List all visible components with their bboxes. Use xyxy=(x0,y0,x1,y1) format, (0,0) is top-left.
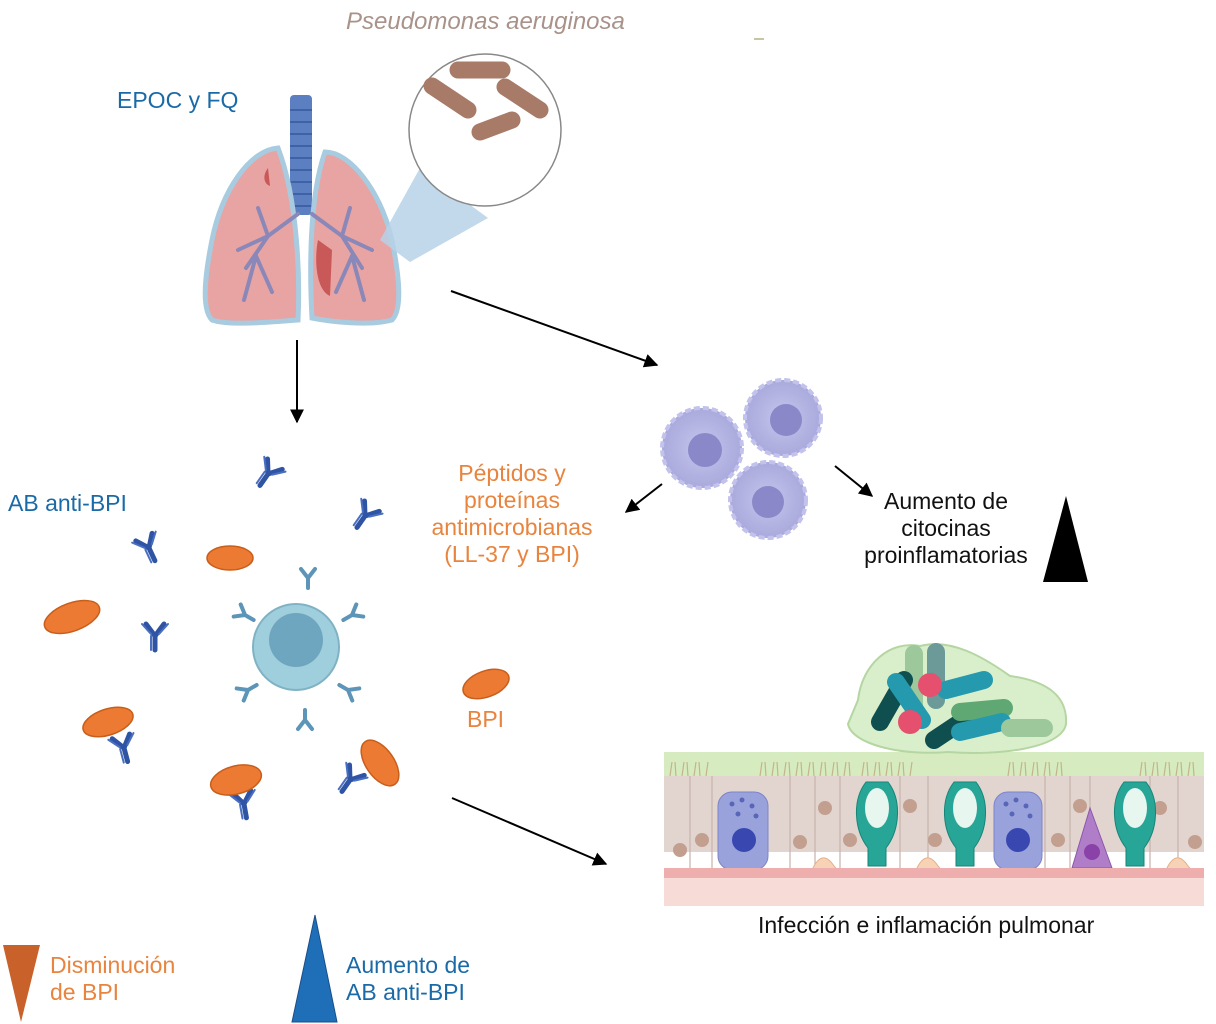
cytokines-label: Aumento de citocinas proinflamatorias xyxy=(858,488,1034,569)
amp-line-4: (LL-37 y BPI) xyxy=(444,541,580,568)
arrow-lungs-to-macrophages xyxy=(450,290,659,368)
antibody-icon xyxy=(249,457,285,493)
macrophage-icon xyxy=(728,460,808,540)
amp-line-2: proteínas xyxy=(464,487,560,514)
legend-increase-line-1: Aumento de xyxy=(346,952,471,978)
antibody-icon xyxy=(108,733,140,765)
left-lung-icon xyxy=(202,145,302,326)
goblet-cell-icon xyxy=(993,791,1043,871)
biofilm-bacteria-icon xyxy=(846,643,1068,754)
airway-epithelium-illustration xyxy=(664,643,1204,906)
cytokines-line-1: Aumento de xyxy=(883,488,1009,514)
amp-line-3: antimicrobianas xyxy=(431,514,593,541)
antibody-icon xyxy=(142,624,168,650)
bpi-protein-icon xyxy=(209,764,263,796)
macrophage-icon xyxy=(743,378,823,458)
pathogen-label: Pseudomonas aeruginosa xyxy=(346,8,625,35)
cytokines-line-3: proinflamatorias xyxy=(864,542,1028,569)
trachea-icon xyxy=(290,95,312,215)
arrow-macrophages-to-cytokines xyxy=(834,465,874,497)
legend-increase-label: Aumento de AB anti-BPI xyxy=(346,952,470,1006)
bpi-protein-icon xyxy=(462,668,510,700)
antibody-bpi-cluster xyxy=(43,457,510,820)
disease-label: EPOC y FQ xyxy=(117,87,239,113)
pseudomonas-bacteria-icon xyxy=(423,61,549,141)
legend-decrease-triangle-icon xyxy=(3,945,40,1022)
cytokines-line-2: citocinas xyxy=(901,515,991,542)
antibodies-label: AB anti-BPI xyxy=(8,490,127,516)
b-cell-icon xyxy=(231,567,366,731)
right-lung-icon xyxy=(308,149,402,326)
legend-increase-triangle-icon xyxy=(291,914,338,1023)
legend-increase-line-2: AB anti-BPI xyxy=(346,979,465,1006)
amp-line-1: Péptidos y xyxy=(458,460,566,486)
bpi-protein-icon xyxy=(82,706,134,738)
antimicrobial-peptides-label: Péptidos y proteínas antimicrobianas (LL… xyxy=(420,460,604,569)
legend-decrease-line-1: Disminución xyxy=(50,952,176,978)
secretory-cell-icon xyxy=(943,781,987,867)
secretory-cell-icon xyxy=(1113,781,1157,867)
antibody-icon xyxy=(331,763,367,799)
macrophage-icon xyxy=(660,406,744,490)
arrow-to-infection xyxy=(451,797,608,866)
outcome-label: Infección e inflamación pulmonar xyxy=(758,912,1095,938)
bpi-protein-icon xyxy=(43,599,101,635)
bpi-protein-icon xyxy=(360,739,400,787)
macrophages-group xyxy=(660,378,823,540)
legend-decrease-label: Disminución de BPI xyxy=(50,952,175,1006)
bpi-protein-icon xyxy=(206,545,254,571)
lungs-illustration xyxy=(202,53,562,326)
arrow-macrophages-to-amp xyxy=(624,483,663,513)
secretory-cell-icon xyxy=(855,781,899,867)
legend-decrease-line-2: de BPI xyxy=(50,979,120,1006)
basal-cells xyxy=(811,857,1191,871)
cytokine-increase-triangle-icon xyxy=(1043,496,1088,582)
antibody-icon xyxy=(132,532,167,567)
bpi-label: BPI xyxy=(467,706,505,732)
goblet-cell-icon xyxy=(717,791,769,871)
antibody-icon xyxy=(346,499,382,535)
flow-arrows xyxy=(290,290,874,866)
